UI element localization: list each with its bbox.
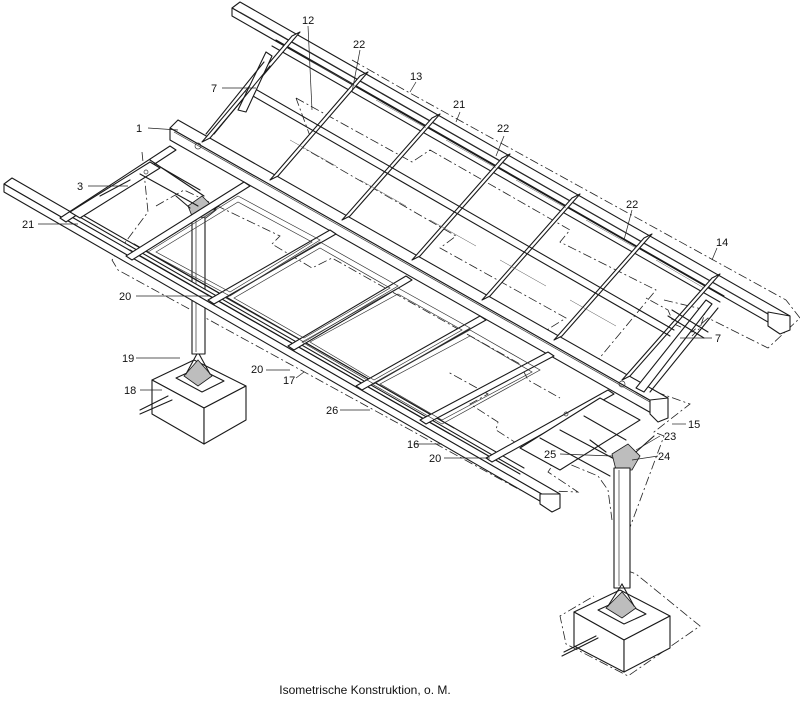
label-12: 12	[302, 15, 314, 27]
front-column-assembly	[561, 435, 671, 673]
anchor-pipe-back	[139, 399, 173, 415]
strut-upper-left	[237, 51, 273, 113]
foundation-right-face-front	[623, 615, 671, 673]
label-17: 17	[283, 375, 295, 387]
strut-lower-right	[635, 299, 713, 393]
label-24: 24	[658, 451, 670, 463]
label-7-lower: 7	[715, 333, 721, 345]
figure-caption: Isometrische Konstruktion, o. M.	[279, 683, 451, 697]
label-23: 23	[664, 431, 676, 443]
label-22-b: 22	[497, 123, 509, 135]
label-20-bottom: 20	[429, 453, 441, 465]
upper-glazing-panels	[289, 59, 705, 327]
leader-lines	[38, 25, 718, 461]
label-21-top: 21	[453, 99, 465, 111]
label-15: 15	[688, 419, 700, 431]
ridge-beam-top	[231, 1, 791, 323]
label-20-left: 20	[119, 291, 131, 303]
lower-edge-beam-side	[3, 183, 553, 509]
label-3: 3	[77, 181, 83, 193]
upper-roof-plane	[169, 1, 791, 423]
lower-panel-frames	[147, 195, 541, 425]
label-14: 14	[716, 237, 728, 249]
lower-roof-plane	[3, 142, 641, 513]
column-front	[613, 467, 631, 589]
label-20-mid: 20	[251, 364, 263, 376]
label-26: 26	[326, 405, 338, 417]
label-25: 25	[544, 449, 556, 461]
label-22-c: 22	[626, 199, 638, 211]
label-18: 18	[124, 385, 136, 397]
label-22-a: 22	[353, 39, 365, 51]
foundation-right-face-back	[203, 385, 247, 445]
label-13: 13	[410, 71, 422, 83]
detail-boundary-lines	[111, 59, 800, 677]
label-1: 1	[136, 123, 142, 135]
label-21-left: 21	[22, 219, 34, 231]
label-19: 19	[122, 353, 134, 365]
label-7-upper: 7	[211, 83, 217, 95]
part-labels: 1 3 7 7 12 13 14 15 16 17 18 19 20 20 20…	[22, 15, 728, 465]
label-16: 16	[407, 439, 419, 451]
back-column-assembly	[139, 193, 247, 445]
